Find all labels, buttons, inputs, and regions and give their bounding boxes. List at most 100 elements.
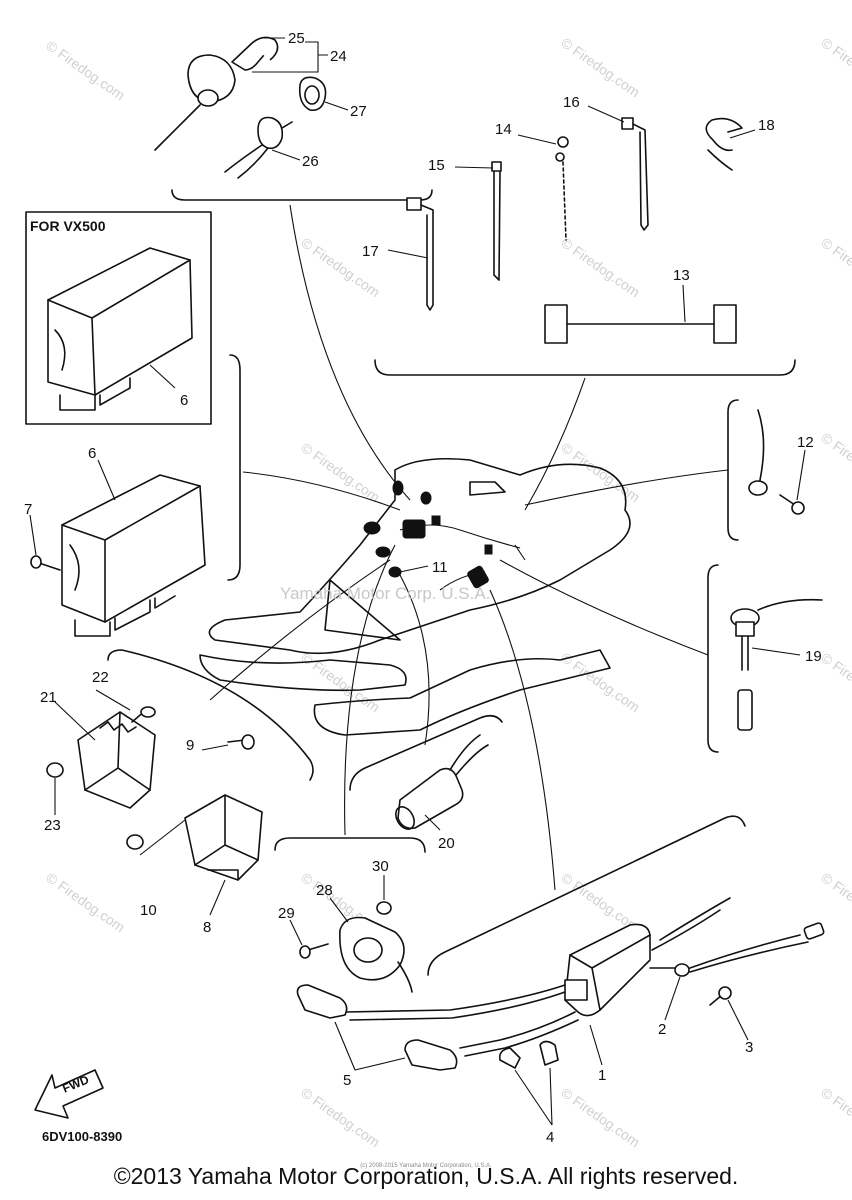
callout-22: 22	[92, 669, 109, 686]
leader-8	[209, 879, 226, 916]
sensor-19-wire	[757, 598, 823, 611]
regulator-8-base	[207, 869, 239, 881]
leader-15	[454, 166, 494, 169]
cap-27-hole	[304, 85, 320, 105]
rectifier-21-edges	[84, 711, 151, 791]
callout-17: 17	[362, 243, 379, 260]
bracket-harness-parts	[374, 359, 796, 376]
leader-24	[252, 41, 328, 73]
bracket-sensor	[707, 564, 719, 753]
ground-group	[748, 409, 805, 515]
leader-27	[324, 101, 349, 111]
callout-27: 27	[350, 103, 367, 120]
diagram-code: 6DV100-8390	[42, 1129, 123, 1144]
bracket-capacitor	[349, 714, 503, 791]
leader-20	[424, 814, 441, 831]
main-switch-assembly	[154, 36, 327, 179]
center-watermark: Yamaha Motor Corp. U.S.A.	[280, 584, 491, 603]
callout-7: 7	[24, 501, 32, 518]
capacitor-group	[395, 734, 489, 830]
watermark: © Firedog.com	[558, 34, 643, 100]
harness-connector	[467, 565, 489, 589]
ignition-coil-1	[564, 923, 651, 1017]
leader-4	[514, 1067, 553, 1126]
leader-28	[329, 897, 349, 923]
clamp-14-chain	[562, 161, 567, 241]
main-switch-nut	[197, 89, 219, 107]
harness-small-parts	[406, 117, 743, 344]
bracket-pickup	[274, 837, 426, 853]
callout-labels: 25 24 27 26 16 14 18 15 17 13 6 6 7 11 1…	[24, 30, 822, 1146]
watermark: © Firedog.com	[818, 429, 852, 495]
callout-11: 11	[432, 559, 448, 576]
bracket-cdi	[227, 354, 241, 581]
capacitor-20-end	[395, 806, 415, 830]
leader-line	[344, 544, 396, 836]
callout-1: 1	[598, 1067, 606, 1084]
leader-line	[489, 589, 556, 891]
watermark: © Firedog.com	[298, 649, 383, 715]
harness-connector	[431, 515, 441, 526]
leader-line	[399, 574, 430, 746]
vx500-frame	[25, 211, 212, 425]
leader-29	[289, 919, 303, 946]
callout-3: 3	[745, 1039, 753, 1056]
callout-10: 10	[140, 902, 157, 919]
pickup-coil-28	[339, 916, 405, 981]
callout-21: 21	[40, 689, 57, 706]
key-ring	[249, 36, 279, 61]
harness-connector	[363, 521, 381, 535]
watermark: © Firedog.com	[558, 1084, 643, 1150]
cdi-unit-vx500	[47, 247, 193, 396]
switch-26-wire	[237, 147, 269, 179]
sensor-19-body	[735, 621, 755, 637]
cap-27	[298, 76, 327, 112]
bracket-ignition	[427, 815, 746, 976]
harness-wire	[514, 544, 526, 561]
main-switch-wire	[154, 104, 201, 151]
screw-12-shaft	[779, 494, 796, 506]
pickup-coil-group	[299, 901, 413, 993]
vx500-box	[25, 211, 212, 425]
wire-harness-frame	[199, 457, 631, 736]
fwd-arrow-icon	[34, 1069, 104, 1119]
callout-29: 29	[278, 905, 295, 922]
sensor-group	[730, 598, 823, 731]
screw-3-head	[718, 986, 732, 1000]
leader-12	[796, 449, 806, 501]
harness-connector	[484, 544, 493, 555]
leader-line	[289, 204, 411, 501]
callout-15: 15	[428, 157, 445, 174]
callout-25: 25	[288, 30, 305, 47]
rectifier-21-fins	[99, 721, 137, 733]
callout-9: 9	[186, 737, 194, 754]
harness-connector	[388, 566, 402, 578]
ground-lead-2	[689, 934, 809, 973]
ignition-coil-1-terminal	[564, 979, 588, 1001]
holder-13-right	[713, 304, 737, 344]
leader-10	[139, 819, 186, 856]
callout-13: 13	[673, 267, 690, 284]
callout-23: 23	[44, 817, 61, 834]
watermark: © Firedog.com	[558, 234, 643, 300]
leader-line	[499, 559, 709, 656]
leader-11	[399, 565, 429, 573]
cdi-unit-wire	[69, 544, 80, 591]
clamp-4-left	[498, 1047, 521, 1069]
leader-21	[54, 701, 96, 741]
cdi-unit-body	[61, 474, 206, 623]
harness-clip	[324, 579, 401, 641]
leader-line	[524, 377, 586, 511]
cdi-unit-vx500-wire	[54, 329, 66, 371]
callout-20: 20	[438, 835, 455, 852]
callout-6-vx500: 6	[180, 392, 188, 409]
leader-line	[209, 559, 391, 701]
ignition-coil-group	[296, 897, 825, 1071]
callout-leaders	[29, 37, 806, 1126]
clamp-14-link	[555, 152, 565, 162]
high-tension-cord-lower	[459, 1011, 579, 1057]
harness-connector	[375, 546, 391, 558]
watermark: © Firedog.com	[818, 649, 852, 715]
callout-30: 30	[372, 858, 389, 875]
